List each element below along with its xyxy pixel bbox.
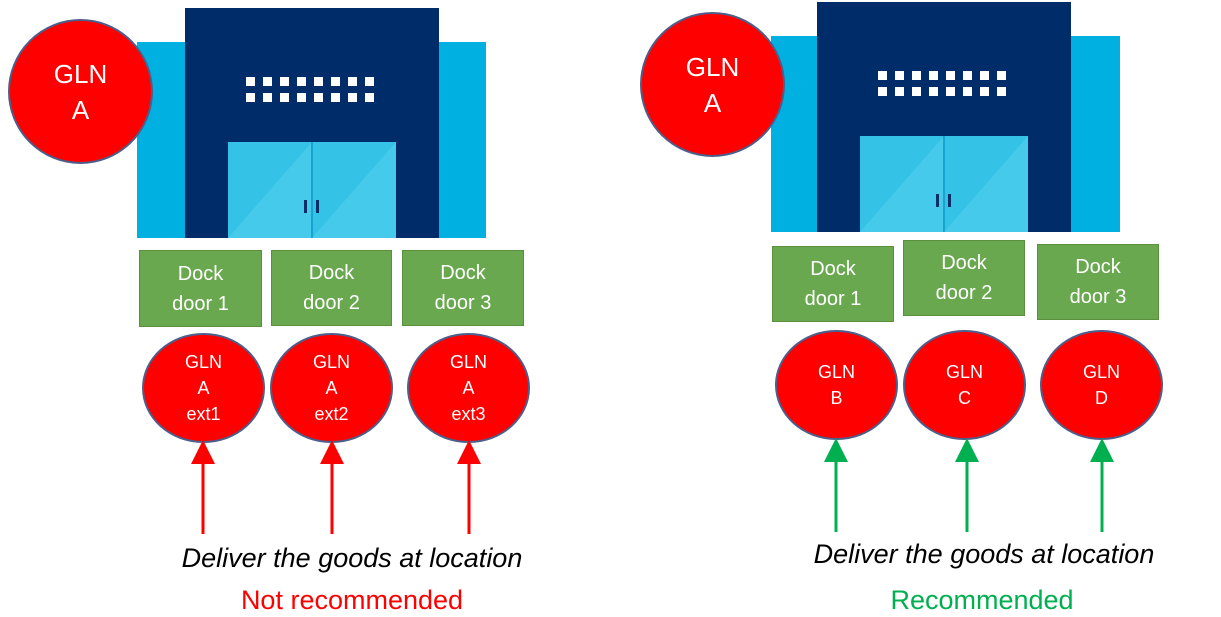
left-caption: Deliver the goods at location [181, 543, 523, 573]
not-recommended-label: Not recommended [240, 585, 464, 615]
dock-door-1-gln-circle: GLN A ext1 [142, 333, 265, 443]
dock-door-2: Dock door 2 [271, 250, 392, 326]
dock-door-3: Dock door 3 [1037, 244, 1159, 320]
warehouse-front-block [817, 2, 1071, 232]
building-gln-circle: GLN A [640, 12, 785, 157]
dock-door-2-gln-circle: GLN C [903, 330, 1026, 440]
dock-door-1: Dock door 1 [772, 246, 894, 322]
recommended-label: Recommended [890, 585, 1074, 615]
dock-door-3: Dock door 3 [402, 250, 524, 326]
building-gln-circle: GLN A [8, 19, 153, 164]
right-caption: Deliver the goods at location [813, 539, 1155, 569]
dock-door-1-gln-circle: GLN B [775, 330, 898, 440]
dock-door-3-gln-circle: GLN D [1040, 330, 1163, 440]
warehouse-entrance-door [228, 142, 396, 238]
dock-door-1: Dock door 1 [139, 250, 262, 327]
warehouse-front-block [185, 8, 439, 238]
dock-door-3-gln-circle: GLN A ext3 [407, 333, 530, 443]
dock-door-2: Dock door 2 [903, 240, 1025, 316]
warehouse-entrance-door [860, 136, 1028, 232]
